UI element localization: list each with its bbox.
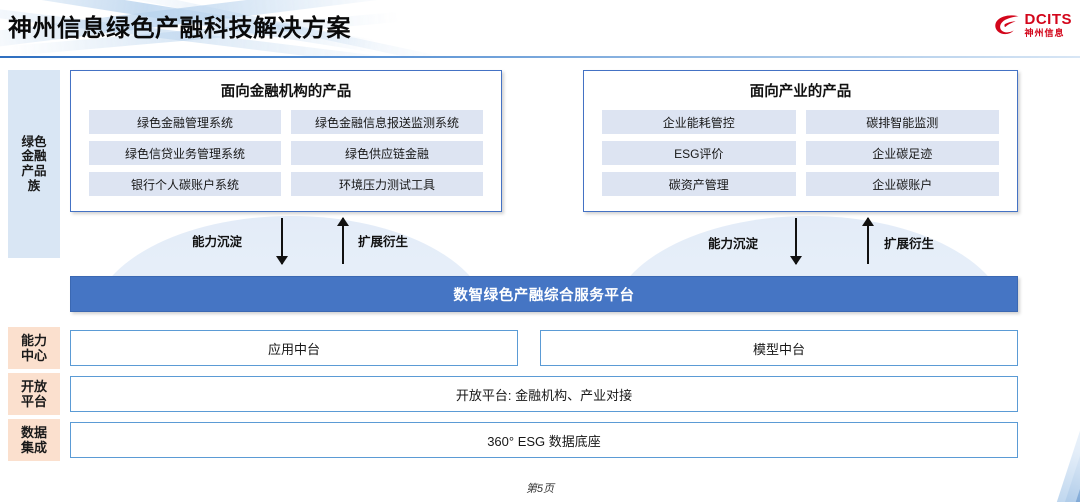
logo-en-text: DCITS [1024,11,1072,28]
product-chip[interactable]: 绿色金融信息报送监测系统 [291,110,483,134]
flow-label-capability-precipitation-right: 能力沉淀 [708,237,759,251]
arrow-up-icon-left [337,217,349,264]
page-number: 第5页 [525,483,555,495]
panel-industry-products: 面向产业的产品 企业能耗管控 碳排智能监测 ESG评价 企业碳足迹 碳资产管理 … [583,70,1018,212]
sidebar-item-open-platform[interactable]: 开放 平台 [8,373,60,415]
product-chip[interactable]: 绿色信贷业务管理系统 [89,141,281,165]
product-chip[interactable]: 绿色金融管理系统 [89,110,281,134]
arrow-down-icon-right [790,218,802,265]
sidebar-item-data-integration[interactable]: 数据 集成 [8,419,60,461]
brand-logo: DCITS 神州信息 [994,8,1073,42]
product-chip[interactable]: 银行个人碳账户系统 [89,172,281,196]
red-swoosh-icon [994,14,1020,36]
layer-box-data-foundation[interactable]: 360° ESG 数据底座 [70,422,1018,458]
arrow-up-icon-right [862,217,874,264]
panel-title-1: 面向产业的产品 [749,84,852,100]
product-chip[interactable]: 碳排智能监测 [805,110,999,134]
sidebar-label-0: 绿色 金融 产品 族 [21,134,47,193]
layer-label: 360° ESG 数据底座 [487,433,601,449]
layer-label: 开放平台: 金融机构、产业对接 [455,387,633,403]
product-chip[interactable]: 企业碳账户 [805,172,999,196]
header-rule [0,56,1080,58]
product-chip-list-0: 绿色金融管理系统 绿色金融信息报送监测系统 绿色信贷业务管理系统 绿色供应链金融… [71,101,501,196]
platform-bar[interactable]: 数智绿色产融综合服务平台 [70,276,1018,312]
page-title: 神州信息绿色产融科技解决方案 [8,15,351,42]
product-chip[interactable]: 企业碳足迹 [805,141,999,165]
sidebar-item-green-finance-product-family[interactable]: 绿色 金融 产品 族 [8,70,60,258]
panel-financial-institution-products: 面向金融机构的产品 绿色金融管理系统 绿色金融信息报送监测系统 绿色信贷业务管理… [70,70,502,212]
layer-box-open-platform[interactable]: 开放平台: 金融机构、产业对接 [70,376,1018,412]
flow-label-extension-derivation-right: 扩展衍生 [884,237,935,251]
arc-decoration-right [610,216,1008,280]
layer-box-model-middle-platform[interactable]: 模型中台 [540,330,1018,366]
arc-decoration-left [92,216,490,280]
product-chip-list-1: 企业能耗管控 碳排智能监测 ESG评价 企业碳足迹 碳资产管理 企业碳账户 [584,101,1017,196]
product-chip[interactable]: 绿色供应链金融 [291,141,483,165]
logo-text: DCITS 神州信息 [1025,12,1073,38]
arrow-down-icon-left [276,218,288,265]
sidebar-item-capability-center[interactable]: 能力 中心 [8,327,60,369]
layer-label: 模型中台 [752,341,805,357]
layer-label: 应用中台 [267,341,320,357]
platform-label: 数智绿色产融综合服务平台 [453,287,635,304]
sidebar-label-1: 能力 中心 [20,332,47,363]
logo-cn-text: 神州信息 [1024,28,1065,38]
product-chip[interactable]: ESG评价 [602,141,796,165]
layer-box-application-middle-platform[interactable]: 应用中台 [70,330,518,366]
product-chip[interactable]: 环境压力测试工具 [291,172,483,196]
product-chip[interactable]: 碳资产管理 [602,172,796,196]
panel-title-0: 面向金融机构的产品 [220,84,352,100]
flow-label-capability-precipitation-left: 能力沉淀 [192,235,243,249]
sidebar-label-2: 开放 平台 [20,378,47,409]
product-chip[interactable]: 企业能耗管控 [602,110,796,134]
slide-header: 神州信息绿色产融科技解决方案 DCITS 神州信息 [0,0,1080,58]
sidebar-label-3: 数据 集成 [20,424,47,455]
flow-label-extension-derivation-left: 扩展衍生 [358,235,409,249]
